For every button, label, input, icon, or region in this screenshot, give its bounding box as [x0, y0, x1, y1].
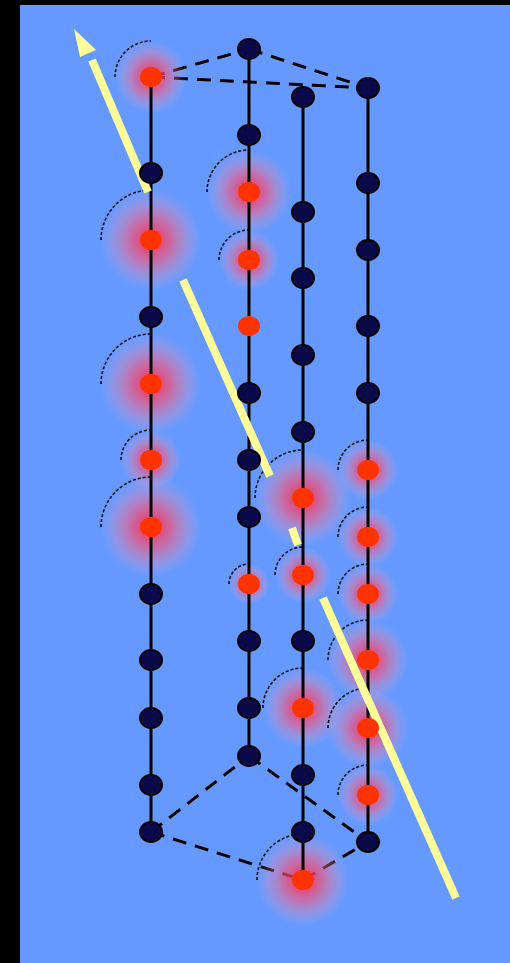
excited-atom-icon-chain-4-10	[357, 785, 379, 805]
chain-3-glow-edge-11	[256, 833, 304, 881]
top-face-dashed	[150, 47, 369, 90]
chain-3-glow-edge-6	[274, 546, 304, 576]
excited-atom-icon-chain-4-8	[357, 650, 379, 670]
excited-atom-icon-chain-4-6	[357, 527, 379, 547]
ground-state-atom-icon-chain-2-1	[237, 124, 261, 146]
ground-state-atom-icon-chain-3-1	[291, 201, 315, 223]
excited-atom-icon-chain-3-6	[292, 565, 314, 585]
excited-atom-icon-chain-4-7	[357, 584, 379, 604]
ground-state-atom-icon-chain-1-11	[139, 821, 163, 843]
propagation-arrow	[74, 29, 460, 900]
ground-state-atom-icon-chain-2-11	[237, 745, 261, 767]
ground-state-atom-icon-chain-3-9	[291, 764, 315, 786]
ground-state-atom-icon-chain-2-10	[237, 697, 261, 719]
chain-1-glow-edge-0	[114, 40, 152, 78]
excited-atom-icon-chain-1-4	[140, 374, 162, 394]
arrow-segment-2	[288, 526, 302, 547]
arrow-segment-1	[319, 596, 460, 900]
chain-2-glow-edge-8	[228, 563, 250, 585]
arrow-segment-3	[179, 278, 274, 478]
arrow-segment-4	[88, 58, 152, 194]
chain-4-glow-edge-10	[337, 764, 369, 796]
arrowhead-icon	[74, 29, 96, 57]
chain-3-glow-edge-8	[262, 667, 304, 709]
ground-state-atom-icon-chain-1-9	[139, 707, 163, 729]
excited-atom-icon-chain-1-0	[140, 67, 162, 87]
ground-state-atom-icon-chain-4-0	[356, 77, 380, 99]
excited-atom-icon-chain-1-6	[140, 517, 162, 537]
ground-state-atom-icon-chain-1-7	[139, 583, 163, 605]
ground-state-atom-icon-chain-3-4	[291, 421, 315, 443]
ground-state-atom-icon-chain-1-1	[139, 162, 163, 184]
excited-atom-icon-chain-3-5	[292, 488, 314, 508]
ground-state-atom-icon-chain-1-3	[139, 306, 163, 328]
node-layer	[139, 38, 380, 890]
ground-state-atom-icon-chain-2-6	[237, 449, 261, 471]
ground-state-atom-icon-chain-3-3	[291, 344, 315, 366]
chain-2-glow-edge-3	[218, 229, 250, 261]
ground-state-atom-icon-chain-2-5	[237, 382, 261, 404]
ground-state-atom-icon-chain-3-7	[291, 630, 315, 652]
chain-2-glow-edge-2	[206, 149, 250, 193]
chain-4-glow-edge-7	[337, 563, 369, 595]
ground-state-atom-icon-chain-4-11	[356, 831, 380, 853]
excited-atom-icon-chain-1-2	[140, 230, 162, 250]
ground-state-atom-icon-chain-3-0	[291, 86, 315, 108]
excited-atom-icon-chain-1-5	[140, 450, 162, 470]
excited-atom-icon-chain-4-9	[357, 718, 379, 738]
ground-state-atom-icon-chain-2-7	[237, 506, 261, 528]
ground-state-atom-icon-chain-1-8	[139, 649, 163, 671]
excited-atom-icon-chain-2-4	[238, 316, 260, 336]
excited-atom-icon-chain-2-2	[238, 182, 260, 202]
ground-state-atom-icon-chain-3-10	[291, 821, 315, 843]
chain-4-glow-edge-6	[337, 506, 369, 538]
chain-4-glow-edge-5	[337, 439, 369, 471]
chain-1-glow-edge-5	[120, 429, 152, 461]
excited-atom-icon-chain-3-8	[292, 698, 314, 718]
ground-state-atom-icon-chain-4-4	[356, 382, 380, 404]
ground-state-atom-icon-chain-4-2	[356, 239, 380, 261]
excited-atom-icon-chain-3-11	[292, 870, 314, 890]
ground-state-atom-icon-chain-1-10	[139, 774, 163, 796]
excited-atom-icon-chain-2-8	[238, 574, 260, 594]
excited-atom-icon-chain-4-5	[357, 460, 379, 480]
ground-state-atom-icon-chain-3-2	[291, 267, 315, 289]
ground-state-atom-icon-chain-4-1	[356, 172, 380, 194]
ground-state-atom-icon-chain-2-9	[237, 630, 261, 652]
ground-state-atom-icon-chain-4-3	[356, 315, 380, 337]
ground-state-atom-icon-chain-2-0	[237, 38, 261, 60]
excited-atom-icon-chain-2-3	[238, 250, 260, 270]
